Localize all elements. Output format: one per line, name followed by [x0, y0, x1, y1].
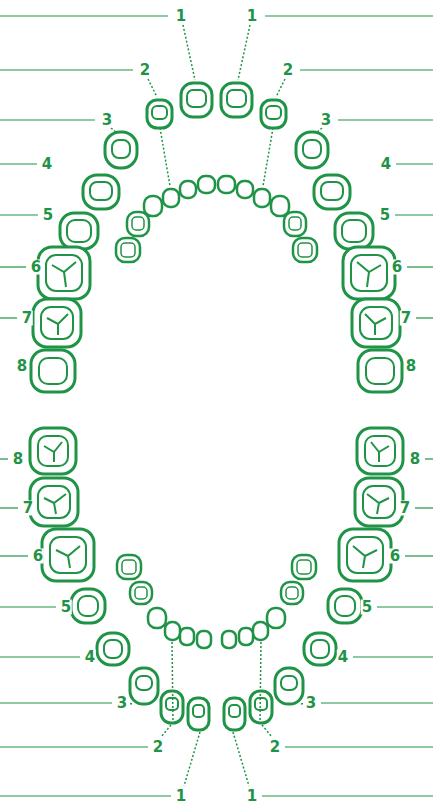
- tooth-number: 4: [337, 650, 349, 665]
- tooth-number: 8: [16, 359, 28, 374]
- left-half: [0, 16, 215, 796]
- tooth-number: 4: [380, 157, 392, 172]
- tooth-number: 1: [175, 9, 187, 24]
- right-half: [218, 16, 433, 796]
- tooth-number: 5: [379, 208, 391, 223]
- tooth-number: 6: [32, 549, 44, 564]
- tooth-number: 8: [12, 452, 24, 467]
- tooth-number: 3: [305, 696, 317, 711]
- tooth-number: 7: [400, 311, 412, 326]
- tooth-number: 2: [152, 740, 164, 755]
- tooth-number: 2: [269, 740, 281, 755]
- tooth-number: 2: [282, 63, 294, 78]
- tooth-number: 8: [409, 452, 421, 467]
- tooth-number: 5: [60, 600, 72, 615]
- tooth-number: 5: [42, 208, 54, 223]
- tooth-number: 2: [139, 63, 151, 78]
- tooth-number: 3: [116, 696, 128, 711]
- tooth-number: 7: [399, 501, 411, 516]
- tooth-number: 6: [30, 260, 42, 275]
- tooth-number: 1: [246, 788, 258, 803]
- tooth-number: 6: [391, 260, 403, 275]
- tooth-number: 6: [389, 549, 401, 564]
- tooth-number: 3: [320, 113, 332, 128]
- tooth-number: 5: [361, 600, 373, 615]
- tooth-number: 4: [84, 650, 96, 665]
- tooth-number: 4: [41, 157, 53, 172]
- tooth-number: 8: [405, 359, 417, 374]
- tooth-number: 1: [175, 788, 187, 803]
- tooth-number: 1: [246, 9, 258, 24]
- tooth-number: 3: [101, 113, 113, 128]
- tooth-number: 7: [21, 311, 33, 326]
- tooth-number: 7: [22, 501, 34, 516]
